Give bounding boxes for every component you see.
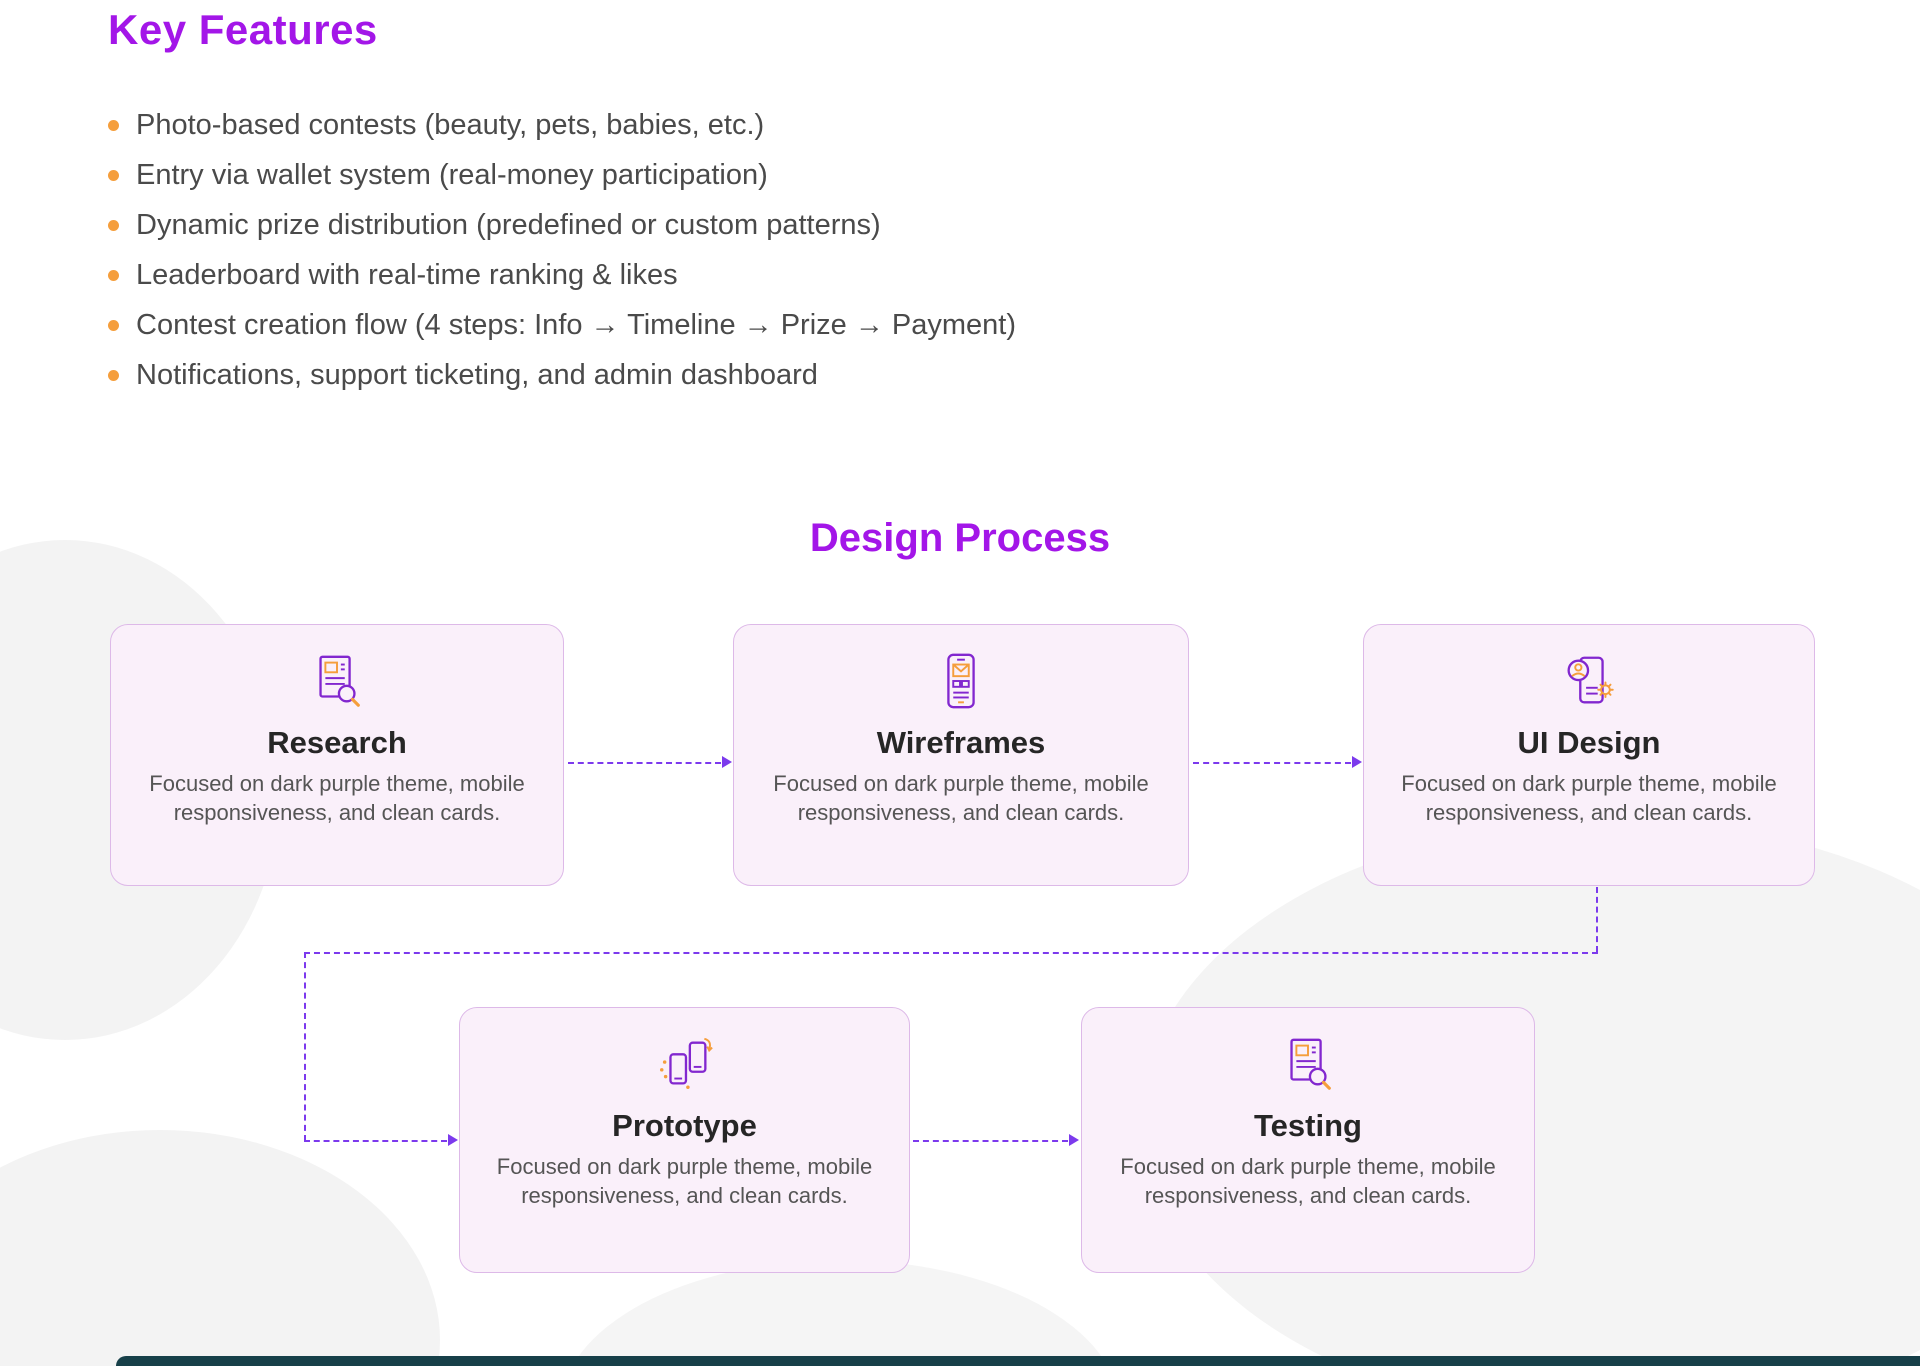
connector-uidesign-down: [1596, 887, 1598, 952]
connector-into-prototype: [304, 1140, 447, 1142]
arrow-head-icon: [1069, 1134, 1079, 1146]
card-description: Focused on dark purple theme, mobile res…: [773, 771, 1149, 826]
list-item: Dynamic prize distribution (predefined o…: [108, 200, 1016, 250]
list-item: Leaderboard with real-time ranking & lik…: [108, 250, 1016, 300]
document-search-icon: [306, 649, 368, 713]
list-item-text: Notifications, support ticketing, and ad…: [136, 358, 818, 391]
bullet-dot-icon: [108, 319, 119, 331]
arrow-head-icon: [448, 1134, 458, 1146]
bullet-dot-icon: [108, 269, 119, 281]
list-item: Photo-based contests (beauty, pets, babi…: [108, 100, 1016, 150]
process-card-ui-design: UI Design Focused on dark purple theme, …: [1363, 624, 1815, 886]
list-item-text: Photo-based contests (beauty, pets, babi…: [136, 108, 765, 141]
list-item-text: Entry via wallet system (real-money part…: [136, 158, 768, 191]
process-card-prototype: Prototype Focused on dark purple theme, …: [459, 1007, 910, 1273]
list-item: Entry via wallet system (real-money part…: [108, 150, 1016, 200]
key-features-title: Key Features: [108, 6, 378, 53]
card-description: Focused on dark purple theme, mobile res…: [1401, 771, 1777, 826]
arrow-head-icon: [1352, 756, 1362, 768]
card-description: Focused on dark purple theme, mobile res…: [1120, 1154, 1496, 1209]
key-features-list: Photo-based contests (beauty, pets, babi…: [108, 100, 1016, 400]
list-item-text: Leaderboard with real-time ranking & lik…: [136, 258, 678, 291]
process-card-wireframes: Wireframes Focused on dark purple theme,…: [733, 624, 1189, 886]
bullet-dot-icon: [108, 369, 119, 381]
bullet-dot-icon: [108, 169, 119, 181]
bullet-dot-icon: [108, 119, 119, 131]
card-title: Research: [267, 725, 407, 760]
document-search-icon: [1277, 1032, 1339, 1096]
card-description: Focused on dark purple theme, mobile res…: [496, 1154, 873, 1209]
card-title: Prototype: [612, 1108, 757, 1143]
card-title: Testing: [1254, 1108, 1362, 1143]
phone-user-gear-icon: [1558, 649, 1620, 713]
next-section-edge: [116, 1356, 1920, 1366]
arrow-head-icon: [722, 756, 732, 768]
bullet-dot-icon: [108, 219, 119, 231]
process-card-research: Research Focused on dark purple theme, m…: [110, 624, 564, 886]
connector-elbow-horizontal: [304, 952, 1598, 954]
process-card-testing: Testing Focused on dark purple theme, mo…: [1081, 1007, 1535, 1273]
card-description: Focused on dark purple theme, mobile res…: [149, 771, 525, 826]
phone-wireframe-icon: [930, 649, 992, 713]
phones-link-icon: [654, 1032, 716, 1096]
card-title: UI Design: [1517, 725, 1661, 760]
list-item-text: Dynamic prize distribution (predefined o…: [136, 208, 881, 241]
connector-prototype-testing: [913, 1140, 1068, 1142]
list-item-text: Contest creation flow (4 steps: Info → T…: [136, 308, 1016, 341]
connector-research-wireframes: [568, 762, 721, 764]
list-item: Notifications, support ticketing, and ad…: [108, 350, 1016, 400]
design-process-title: Design Process: [809, 516, 1111, 560]
connector-elbow-vertical: [304, 952, 306, 1141]
connector-wireframes-uidesign: [1193, 762, 1351, 764]
list-item: Contest creation flow (4 steps: Info → T…: [108, 300, 1016, 350]
card-title: Wireframes: [876, 725, 1046, 760]
